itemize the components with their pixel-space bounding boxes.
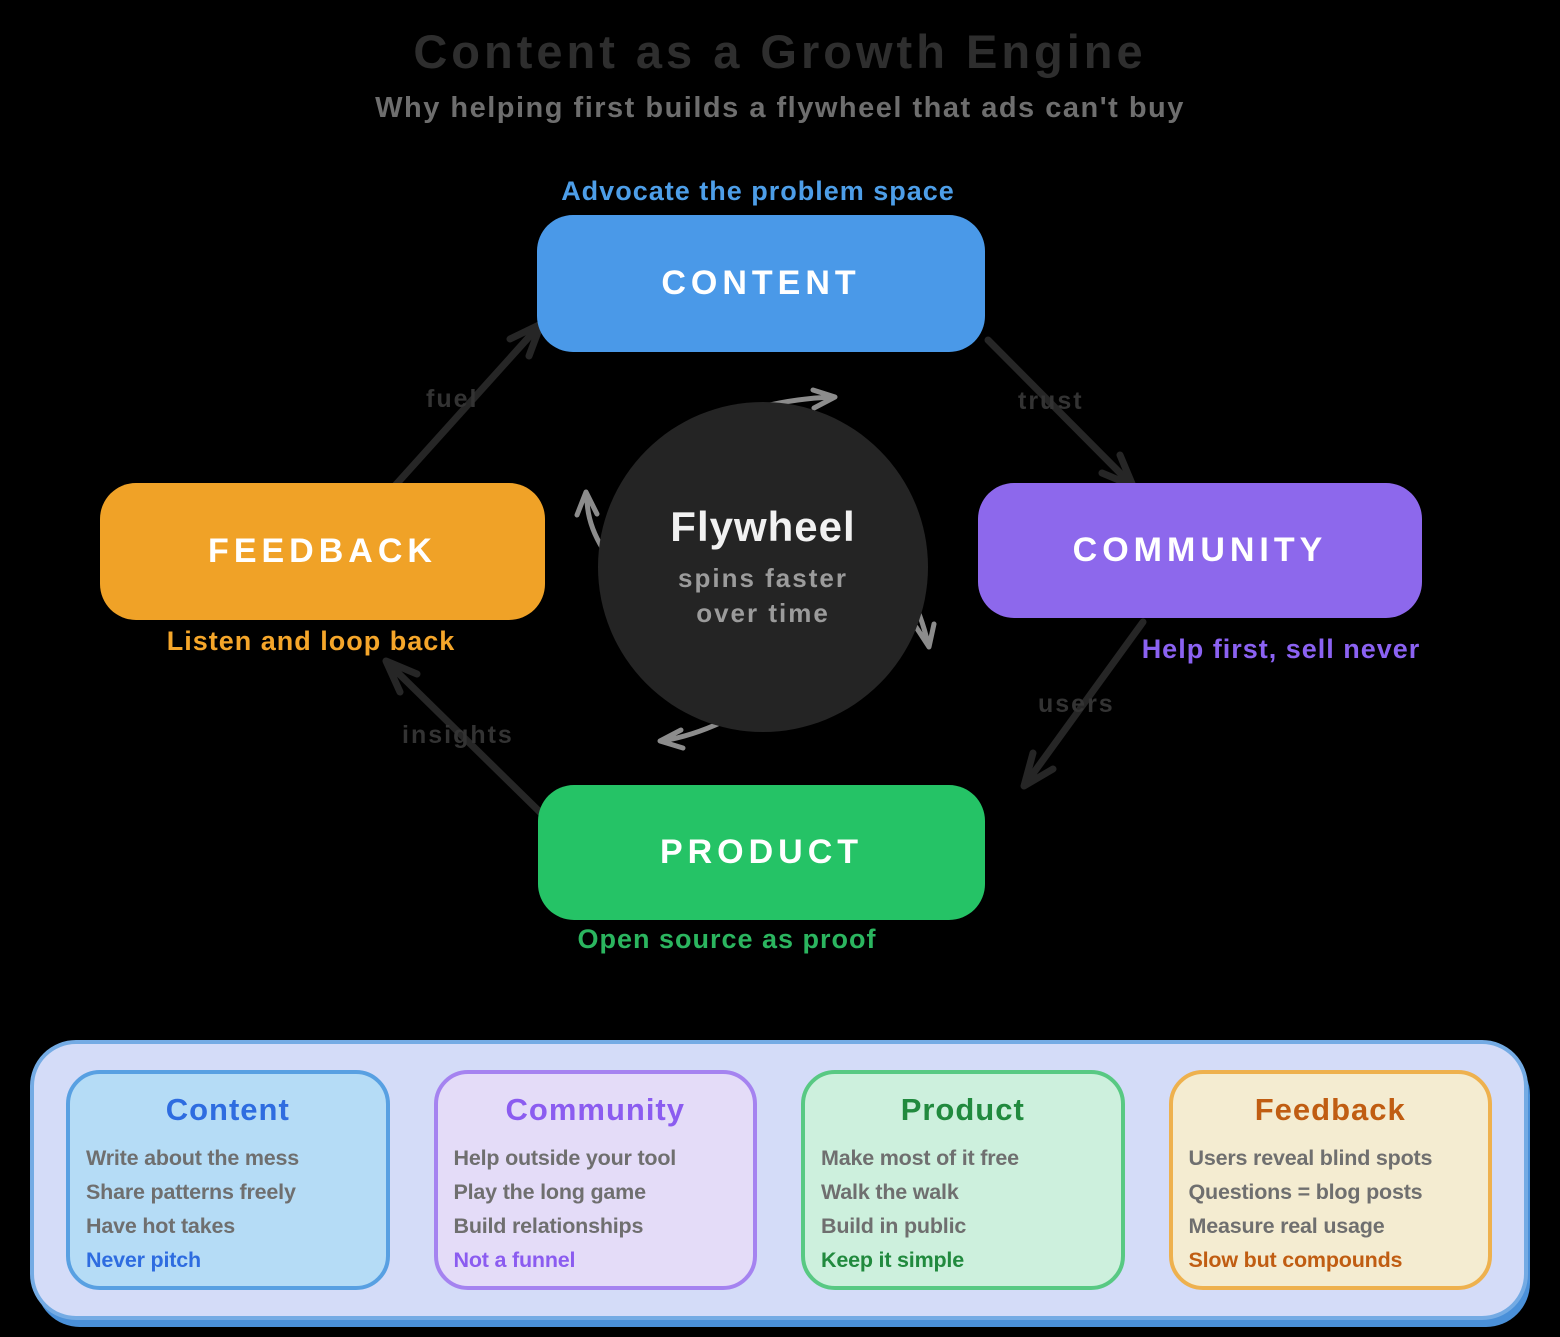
hub-rotation-arrow-bottom	[657, 719, 725, 751]
edge-label-users: users	[1038, 690, 1115, 718]
legend-card-community-item: Play the long game	[453, 1179, 647, 1204]
community-node: COMMUNITY	[978, 483, 1422, 618]
legend-card-feedback-item: Questions = blog posts	[1188, 1179, 1423, 1204]
content-node: CONTENT	[537, 215, 985, 352]
flywheel-hub-line1: spins faster	[678, 562, 848, 593]
product-node-label: PRODUCT	[659, 833, 864, 871]
legend-card-community-item: Help outside your tool	[453, 1146, 677, 1170]
edge-label-trust: trust	[1018, 387, 1084, 415]
edge-label-insights: insights	[402, 721, 514, 749]
content-node-label: CONTENT	[661, 264, 861, 302]
legend-card-content: Content Write about the mess Share patte…	[66, 1070, 390, 1290]
legend-card-community-item: Build relationships	[453, 1213, 644, 1238]
legend-card-product: Product Make most of it free Walk the wa…	[801, 1070, 1125, 1290]
feedback-node: FEEDBACK	[100, 483, 545, 620]
legend-card-product-title: Product	[900, 1092, 1025, 1127]
legend-card-content-title: Content	[165, 1092, 290, 1127]
legend-card-product-highlight: Keep it simple	[821, 1247, 964, 1272]
content-node-caption: Advocate the problem space	[561, 176, 955, 206]
flywheel-hub-line2: over time	[696, 598, 830, 628]
legend-card-product-item: Make most of it free	[821, 1146, 1019, 1170]
legend-card-feedback: Feedback Users reveal blind spots Questi…	[1168, 1070, 1492, 1290]
feedback-node-caption: Listen and loop back	[166, 626, 456, 656]
legend-panel: Content Write about the mess Share patte…	[30, 1040, 1528, 1320]
diagram-title: Content as a Growth Engine	[413, 25, 1147, 78]
legend-card-feedback-item: Users reveal blind spots	[1188, 1146, 1433, 1170]
product-node: PRODUCT	[538, 785, 985, 920]
legend-card-product-item: Walk the walk	[821, 1179, 959, 1204]
legend-card-content-item: Write about the mess	[86, 1146, 300, 1170]
legend-card-feedback-highlight: Slow but compounds	[1188, 1247, 1403, 1272]
product-node-caption: Open source as proof	[577, 924, 877, 954]
legend-card-product-item: Build in public	[821, 1213, 967, 1238]
legend-card-community-highlight: Not a funnel	[453, 1247, 576, 1272]
community-node-label: COMMUNITY	[1072, 531, 1328, 569]
legend-card-feedback-item: Measure real usage	[1188, 1213, 1385, 1238]
community-node-caption: Help first, sell never	[1141, 634, 1421, 664]
legend-card-community: Community Help outside your tool Play th…	[433, 1070, 757, 1290]
legend-card-community-title: Community	[505, 1092, 685, 1127]
legend-card-content-highlight: Never pitch	[86, 1247, 201, 1272]
legend-card-feedback-title: Feedback	[1254, 1092, 1406, 1127]
diagram-subtitle: Why helping first builds a flywheel that…	[375, 92, 1185, 124]
feedback-node-label: FEEDBACK	[208, 532, 437, 570]
flywheel-hub-title: Flywheel	[670, 502, 856, 550]
legend-card-content-item: Share patterns freely	[86, 1179, 296, 1204]
flywheel-hub: Flywheel spins faster over time	[598, 402, 928, 732]
edge-label-fuel: fuel	[426, 385, 479, 413]
legend-card-content-item: Have hot takes	[86, 1213, 235, 1238]
